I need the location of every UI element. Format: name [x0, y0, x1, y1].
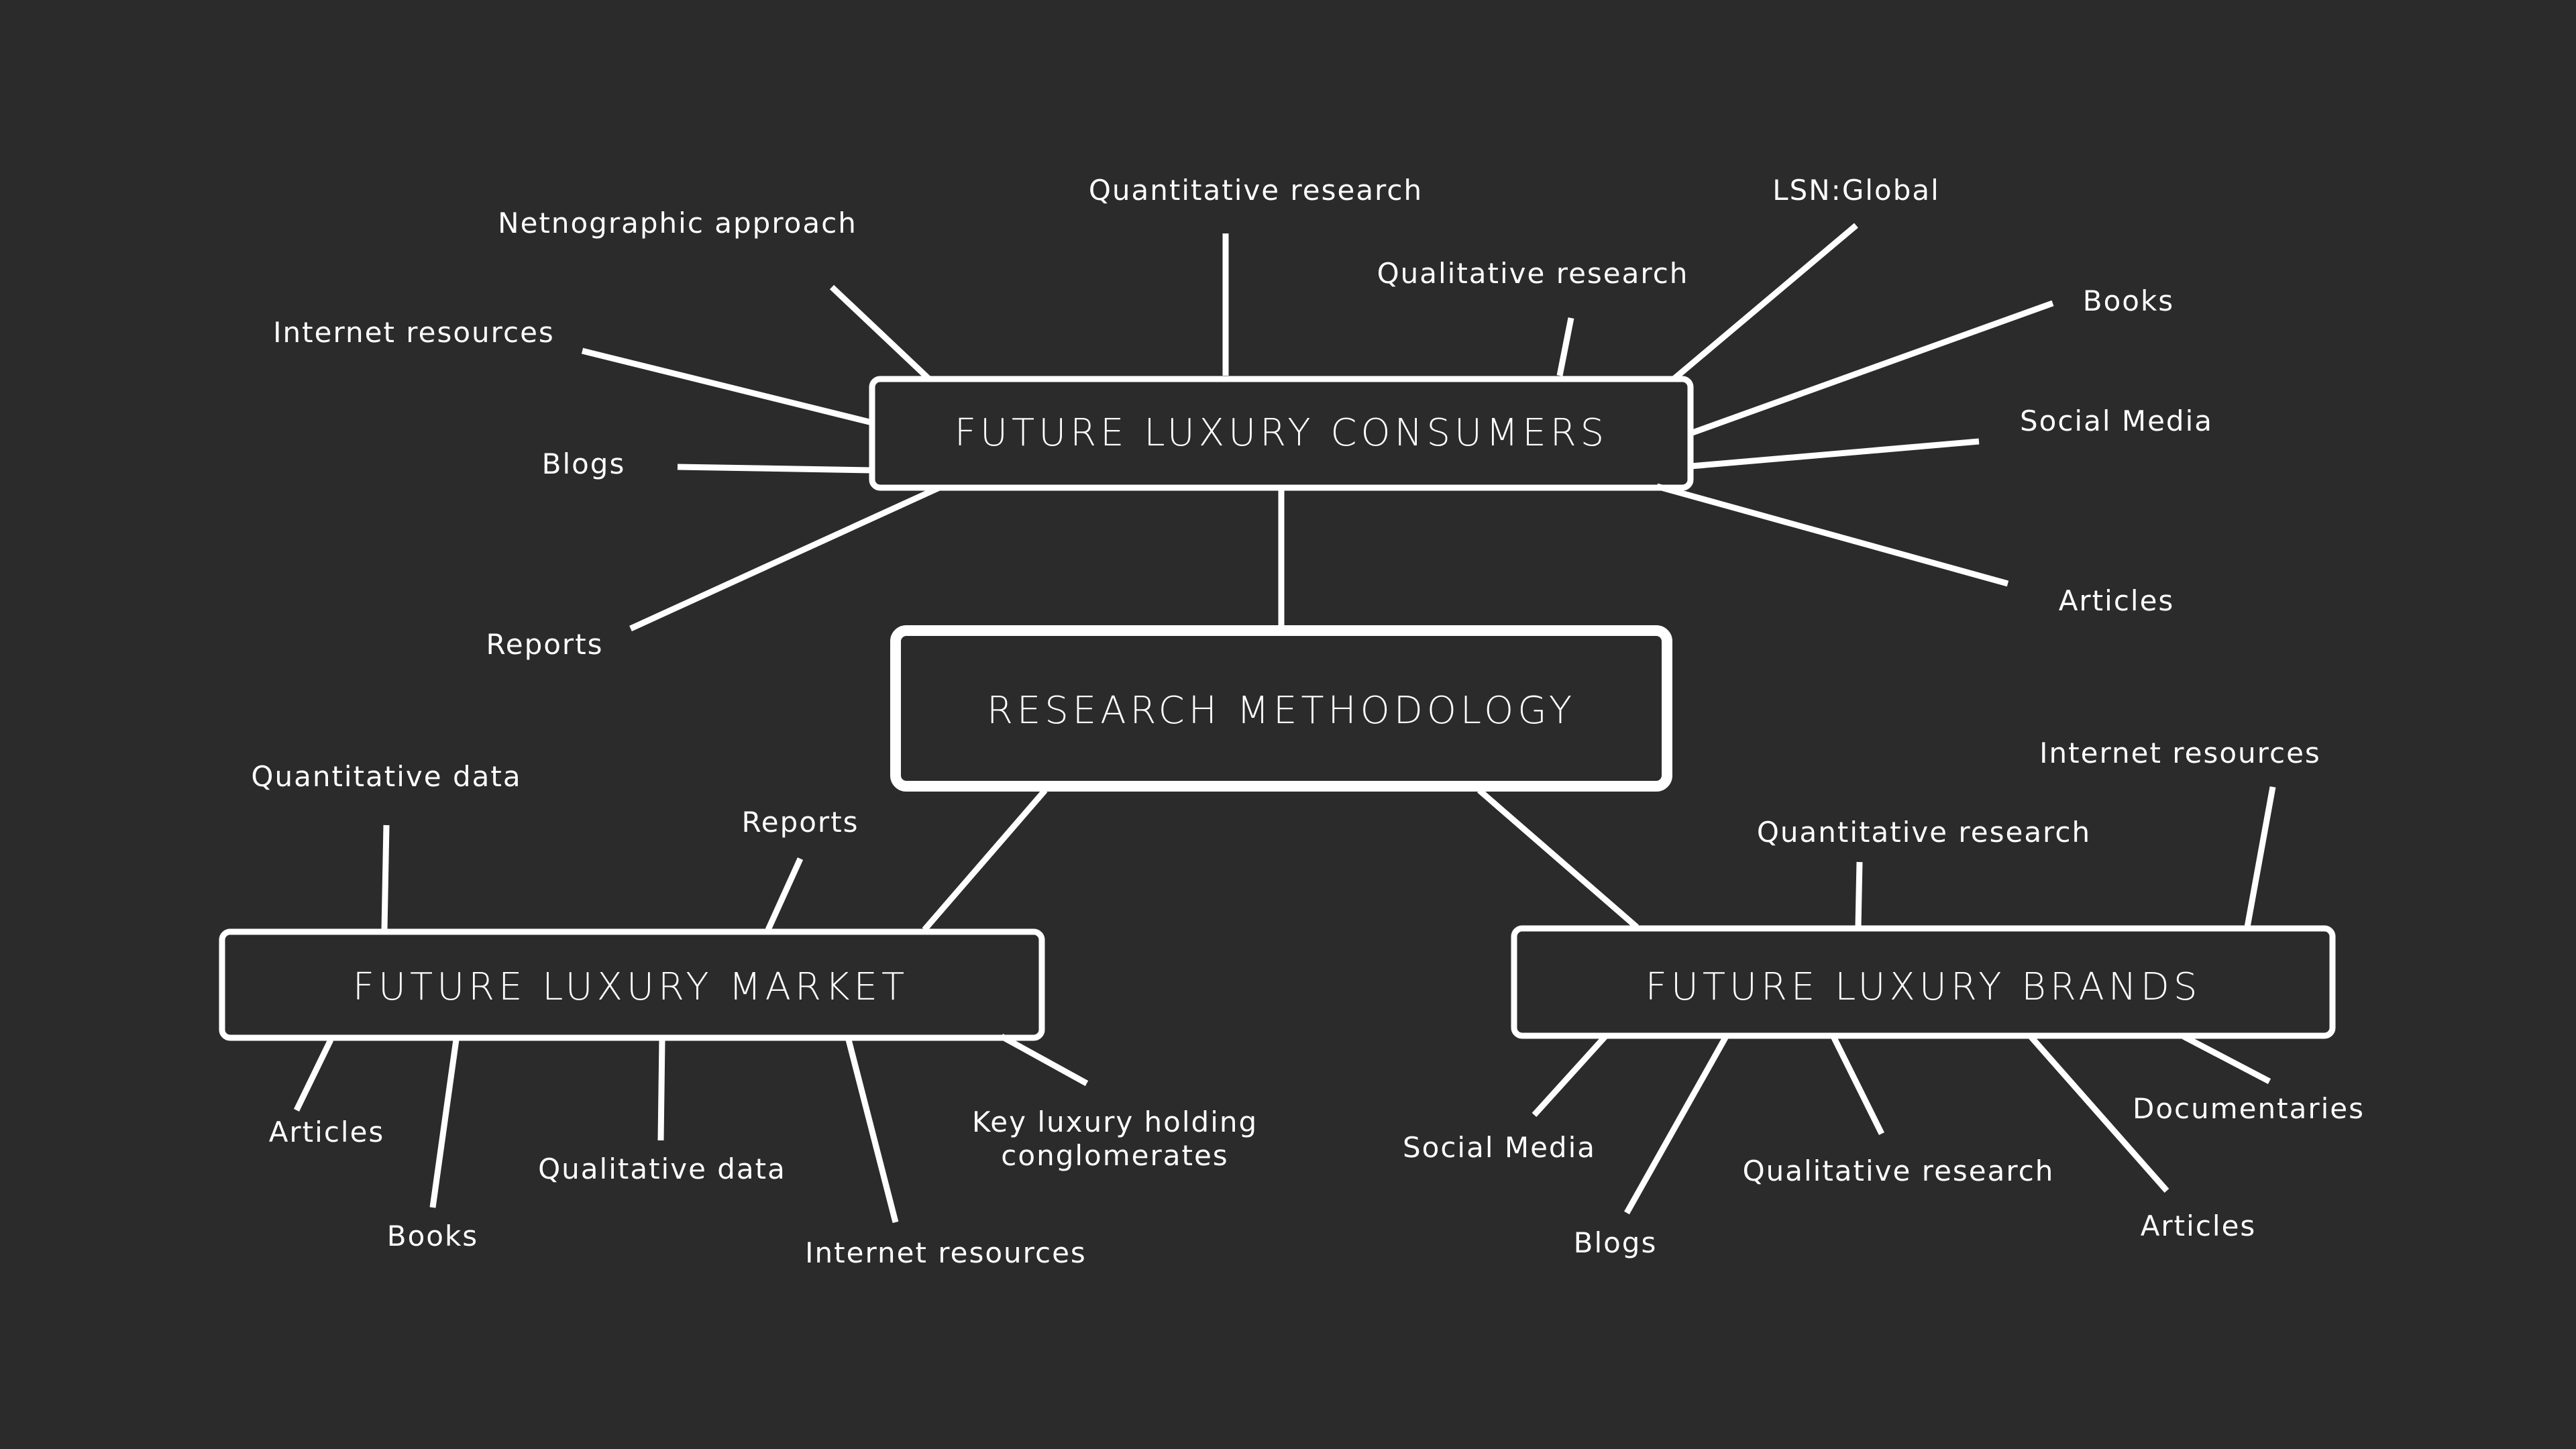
leaf-key-luxury-holding-line1: Key luxury holding: [972, 1106, 1258, 1138]
leaf-brands-blogs: Blogs: [1574, 1226, 1658, 1259]
leaf-reports: Reports: [486, 628, 603, 661]
leaf-social-media: Social Media: [2020, 405, 2213, 437]
leaf-brands-quantitative-research: Quantitative research: [1757, 816, 2091, 849]
leaf-market-articles: Articles: [269, 1116, 385, 1148]
consumers-hub-box: [869, 376, 1694, 491]
connector-brands-qualitative-research: [1830, 1034, 1885, 1136]
connector-market-books: [429, 1039, 460, 1208]
connector-lsn-global: [1672, 223, 1858, 382]
leaf-qualitative-research: Qualitative research: [1377, 257, 1689, 290]
connector-qualitative-data: [657, 1039, 665, 1141]
connector-key-luxury-holding: [1000, 1034, 1089, 1086]
leaf-market-internet-resources: Internet resources: [805, 1236, 1087, 1269]
leaf-market-reports: Reports: [741, 806, 859, 839]
market-hub-box: [219, 928, 1045, 1041]
connector-articles: [1656, 483, 2009, 587]
connector-methodology-brands: [1477, 788, 1639, 930]
connector-methodology-market: [922, 788, 1048, 932]
connector-brands-quantitative-research: [1855, 861, 1863, 928]
leaf-lsn-global: LSN:Global: [1772, 174, 1940, 207]
connector-brands-articles: [2028, 1034, 2169, 1193]
connector-brands-social-media: [1532, 1034, 1608, 1118]
leaf-quantitative-data: Quantitative data: [251, 760, 521, 793]
connector-quantitative-data: [381, 824, 390, 930]
connector-market-reports: [765, 857, 804, 931]
leaf-qualitative-data: Qualitative data: [538, 1152, 786, 1185]
connector-social-media: [1690, 438, 1980, 470]
connector-brands-internet-resources: [2244, 786, 2276, 928]
methodology-hub-box: [890, 625, 1672, 792]
leaf-articles: Articles: [2059, 584, 2175, 617]
consumers-hub-label: FUTURE LUXURY CONSUMERS: [955, 411, 1608, 455]
connector-market-articles: [293, 1038, 334, 1112]
leaf-key-luxury-holding-line2: conglomerates: [1001, 1139, 1228, 1172]
leaf-brands-social-media: Social Media: [1403, 1131, 1596, 1164]
connector-internet-resources: [581, 347, 873, 426]
leaf-brands-documentaries: Documentaries: [2133, 1092, 2365, 1125]
brands-hub-box: [1511, 925, 2336, 1039]
leaf-brands-qualitative-research: Qualitative research: [1743, 1155, 2055, 1187]
connector-blogs: [677, 464, 873, 474]
market-hub-label: FUTURE LUXURY MARKET: [353, 965, 908, 1009]
leaf-quantitative-research: Quantitative research: [1089, 174, 1423, 207]
leaf-brands-internet-resources: Internet resources: [2039, 737, 2321, 769]
connector-books: [1689, 300, 2054, 437]
leaf-brands-articles: Articles: [2141, 1210, 2257, 1242]
connector-brands-blogs: [1624, 1034, 1729, 1215]
connector-qualitative-research: [1556, 317, 1574, 376]
connector-netnographic: [829, 284, 932, 382]
leaf-books: Books: [2083, 284, 2174, 317]
methodology-hub-label: RESEARCH METHODOLOGY: [987, 689, 1576, 733]
leaf-blogs: Blogs: [542, 447, 626, 480]
brands-hub-label: FUTURE LUXURY BRANDS: [1646, 965, 2202, 1009]
leaf-netnographic-approach: Netnographic approach: [498, 207, 857, 239]
connector-market-internet-resources: [845, 1038, 899, 1224]
connector-brands-documentaries: [2182, 1034, 2271, 1084]
leaf-market-books: Books: [387, 1220, 478, 1252]
leaf-internet-resources: Internet resources: [273, 316, 555, 349]
connector-reports: [629, 484, 941, 632]
